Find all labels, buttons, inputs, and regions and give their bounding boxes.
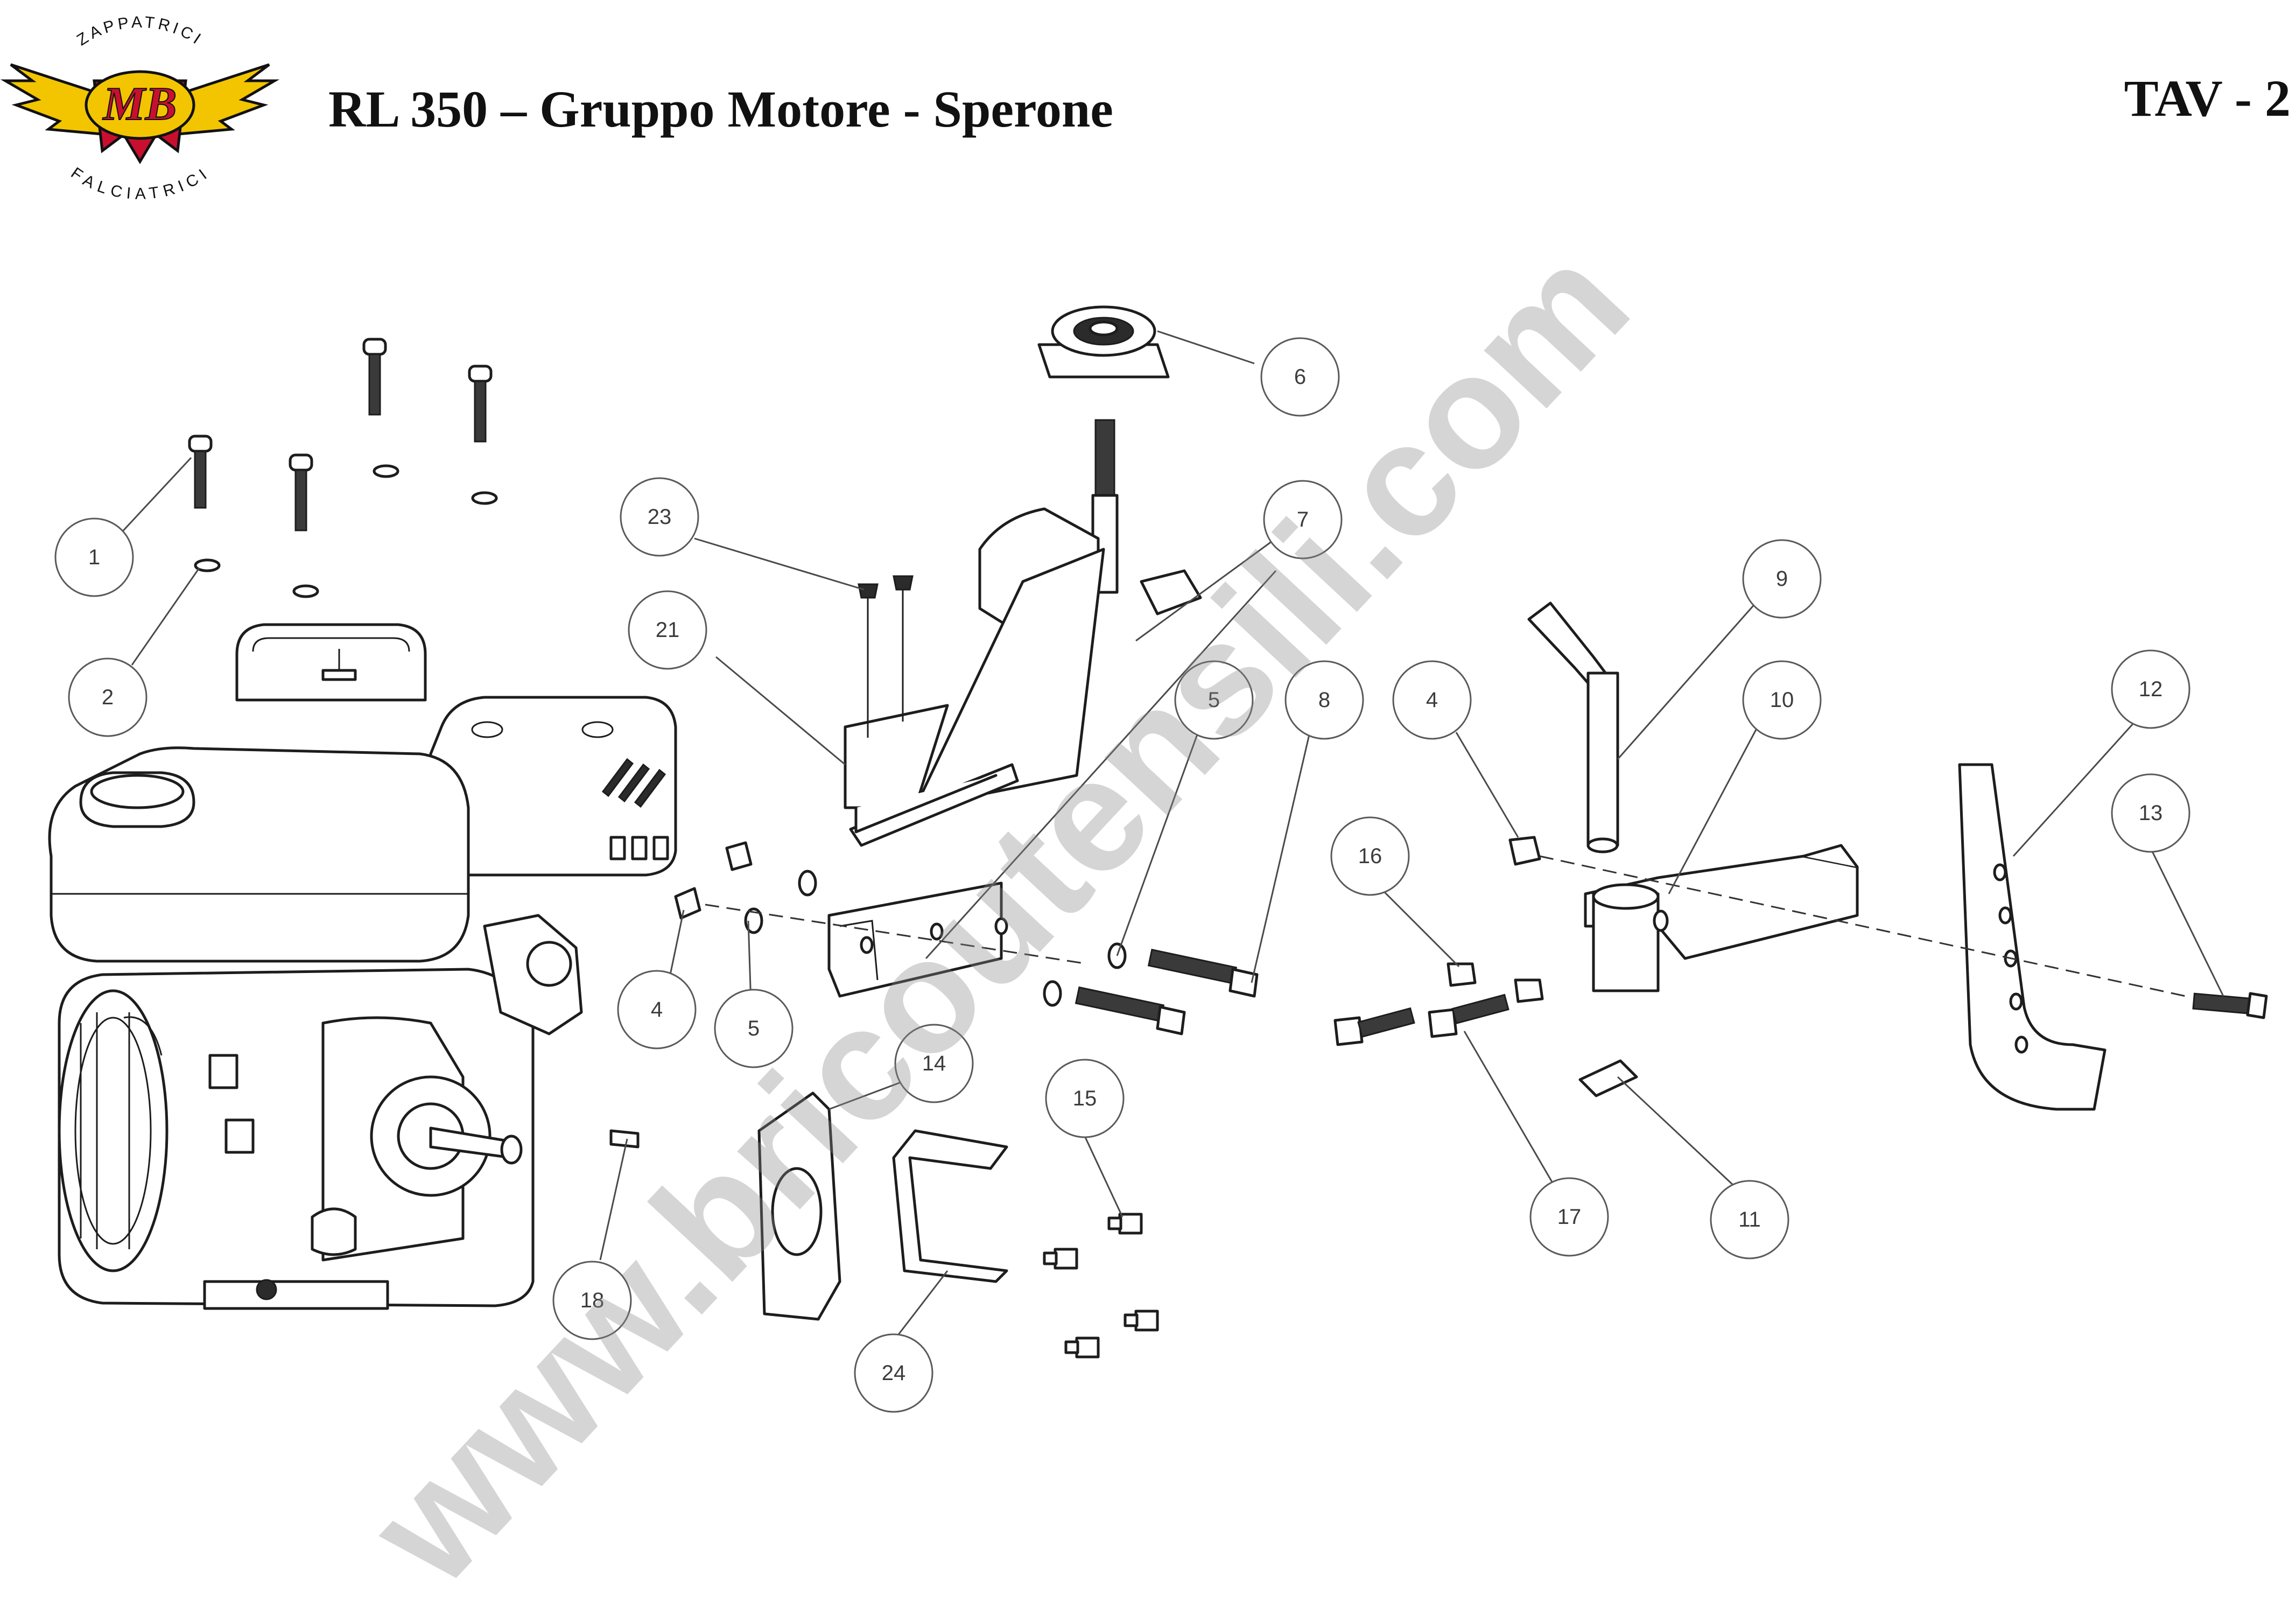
engine-assembly <box>48 623 677 1310</box>
bolt-1a <box>188 435 213 509</box>
height-adjuster <box>1037 305 1170 594</box>
callout-23: 23 <box>620 477 699 557</box>
bolt-8 <box>1147 948 1259 998</box>
svg-text:1: 1 <box>88 545 100 569</box>
svg-text:14: 14 <box>922 1052 946 1075</box>
callout-9: 9 <box>1742 539 1822 619</box>
bolt-17a <box>1333 1007 1415 1046</box>
watermark: www.bricoutensili.com <box>333 212 1662 1610</box>
callout-7: 7 <box>1263 480 1343 559</box>
callout-4-left: 4 <box>617 970 697 1049</box>
engine-mount-bolts <box>188 338 498 598</box>
logo-top-text: ZAPPATRICI <box>74 13 206 50</box>
svg-text:5: 5 <box>748 1017 760 1040</box>
callout-4-right: 4 <box>1392 660 1472 740</box>
screw-15c <box>1124 1310 1159 1332</box>
bolt-1d <box>468 365 493 443</box>
logo-bottom-text: FALCIATRICI <box>68 164 213 203</box>
callout-21: 21 <box>628 590 707 670</box>
svg-text:7: 7 <box>1297 508 1309 531</box>
sheet-number: TAV - 2 <box>2124 69 2291 127</box>
callout-11: 11 <box>1710 1180 1789 1259</box>
callout-2: 2 <box>68 657 148 737</box>
callout-15: 15 <box>1045 1059 1125 1138</box>
callout-10: 10 <box>1742 660 1822 740</box>
svg-text:9: 9 <box>1776 567 1788 591</box>
callout-6: 6 <box>1260 337 1340 417</box>
bolt-1c <box>362 338 387 416</box>
svg-text:10: 10 <box>1770 688 1794 712</box>
callout-13: 13 <box>2111 773 2190 853</box>
spur-frame <box>827 507 1202 998</box>
callout-5-left: 5 <box>714 989 794 1068</box>
screw-23a <box>858 583 879 738</box>
screw-15a <box>1107 1213 1143 1235</box>
screw-15d <box>1064 1336 1100 1359</box>
svg-text:5: 5 <box>1208 688 1220 712</box>
bolt-1b <box>289 453 313 531</box>
svg-text:13: 13 <box>2139 801 2163 825</box>
svg-text:12: 12 <box>2139 677 2163 701</box>
svg-text:4: 4 <box>651 998 663 1021</box>
callout-8: 8 <box>1284 660 1364 740</box>
bolt-8b <box>1075 986 1186 1035</box>
callout-12: 12 <box>2111 649 2190 729</box>
svg-text:8: 8 <box>1318 688 1330 712</box>
screw-23b <box>893 575 914 722</box>
bolt-17b <box>1428 993 1509 1038</box>
spur-assembly <box>1333 601 2268 1111</box>
svg-text:18: 18 <box>580 1289 605 1312</box>
callout-5-right: 5 <box>1174 660 1254 740</box>
page-title: RL 350 – Gruppo Motore - Sperone <box>328 80 1113 138</box>
mb-logo: MB ZAPPATRICI FALCIATRICI <box>0 13 280 203</box>
callout-18: 18 <box>552 1261 632 1340</box>
logo-mark: MB <box>102 78 177 130</box>
svg-text:24: 24 <box>882 1361 906 1385</box>
svg-text:4: 4 <box>1426 688 1438 712</box>
screw-15b <box>1043 1248 1078 1270</box>
svg-text:15: 15 <box>1073 1087 1097 1110</box>
svg-text:11: 11 <box>1738 1208 1761 1231</box>
svg-text:6: 6 <box>1294 365 1306 389</box>
callout-14: 14 <box>894 1024 974 1103</box>
spacers-and-bolts <box>674 841 1259 1035</box>
callout-24: 24 <box>854 1333 933 1413</box>
svg-text:17: 17 <box>1557 1205 1582 1229</box>
svg-text:23: 23 <box>648 505 672 529</box>
callout-1: 1 <box>54 517 134 597</box>
svg-text:21: 21 <box>656 618 680 642</box>
callout-17: 17 <box>1529 1177 1609 1257</box>
svg-text:16: 16 <box>1358 844 1382 868</box>
svg-text:2: 2 <box>102 685 114 709</box>
callout-16: 16 <box>1330 816 1410 896</box>
guard-plates <box>609 1091 1159 1359</box>
leader-lines <box>117 330 2224 1341</box>
